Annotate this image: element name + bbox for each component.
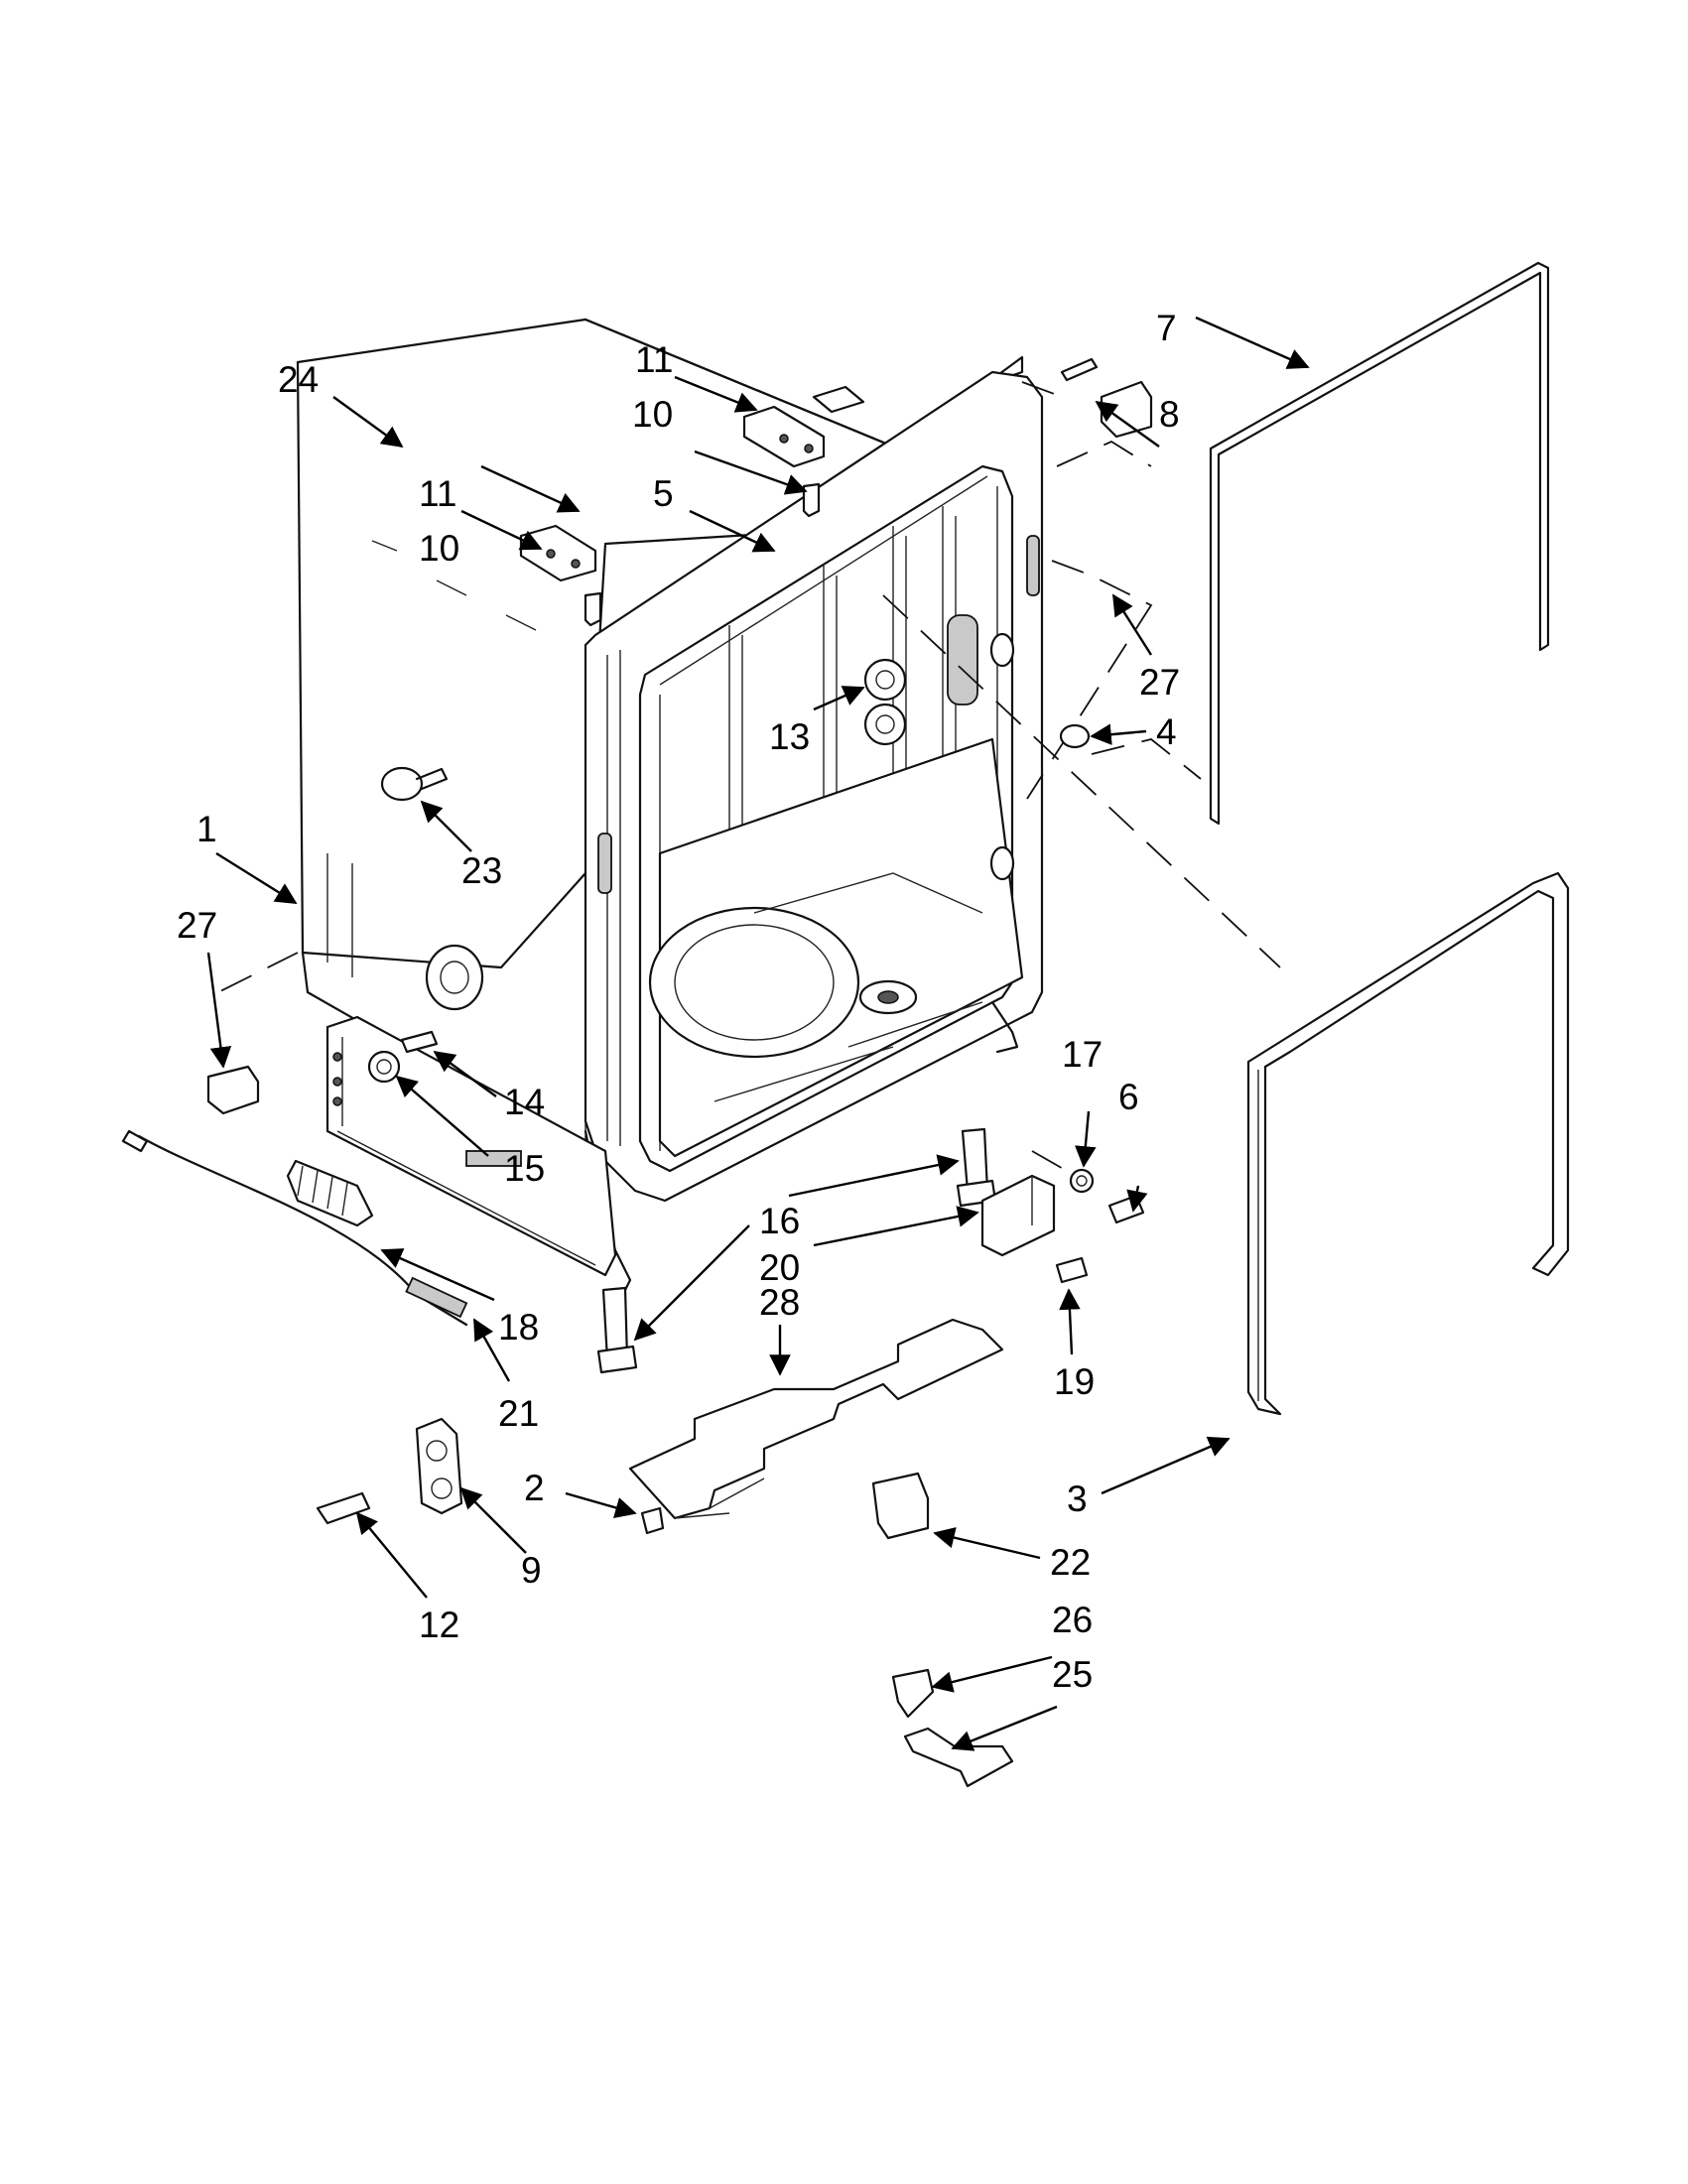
callout-6: 6: [1118, 1077, 1139, 1117]
callout-10-lower: 10: [419, 528, 459, 569]
callout-3: 3: [1067, 1478, 1088, 1519]
callout-1: 1: [196, 809, 217, 849]
door-gasket-top: [1209, 261, 1550, 826]
callout-labels: 1 2 3 4 5 6 7 8 9 10 10 11 11 12 13 14 1…: [177, 308, 1180, 1695]
callout-12: 12: [419, 1605, 459, 1645]
callout-13: 13: [769, 716, 810, 757]
callout-23: 23: [461, 850, 502, 891]
callout-9: 9: [521, 1550, 542, 1591]
floor-shield: [628, 1318, 1004, 1520]
callout-14: 14: [504, 1082, 545, 1122]
callout-7: 7: [1156, 308, 1177, 348]
callout-21: 21: [498, 1393, 539, 1434]
base-bracket: [325, 1015, 617, 1277]
callout-10-upper: 10: [632, 394, 673, 435]
callout-19: 19: [1054, 1361, 1095, 1402]
callout-20: 20: [759, 1247, 800, 1288]
tub-assembly: [296, 318, 1044, 1292]
callout-17: 17: [1062, 1034, 1103, 1075]
callout-27-right: 27: [1139, 662, 1180, 703]
callout-11-lower: 11: [419, 473, 456, 514]
callout-5: 5: [653, 473, 674, 514]
assembly-lines: [217, 381, 1281, 1172]
callout-16: 16: [759, 1201, 800, 1241]
callout-26: 26: [1052, 1600, 1093, 1640]
callout-24: 24: [278, 359, 319, 400]
callout-2: 2: [524, 1468, 545, 1508]
callout-4: 4: [1156, 711, 1177, 752]
callout-22: 22: [1050, 1542, 1091, 1583]
callout-27-left: 27: [177, 905, 217, 946]
leader-lines: [206, 316, 1310, 1751]
small-parts: [121, 357, 1153, 1788]
callout-11-upper: 11: [635, 339, 673, 380]
tub-gasket: [1246, 871, 1570, 1416]
callout-25: 25: [1052, 1654, 1093, 1695]
callout-18: 18: [498, 1307, 539, 1348]
callout-15: 15: [504, 1148, 545, 1189]
callout-8: 8: [1159, 394, 1180, 435]
callout-28: 28: [759, 1282, 800, 1323]
